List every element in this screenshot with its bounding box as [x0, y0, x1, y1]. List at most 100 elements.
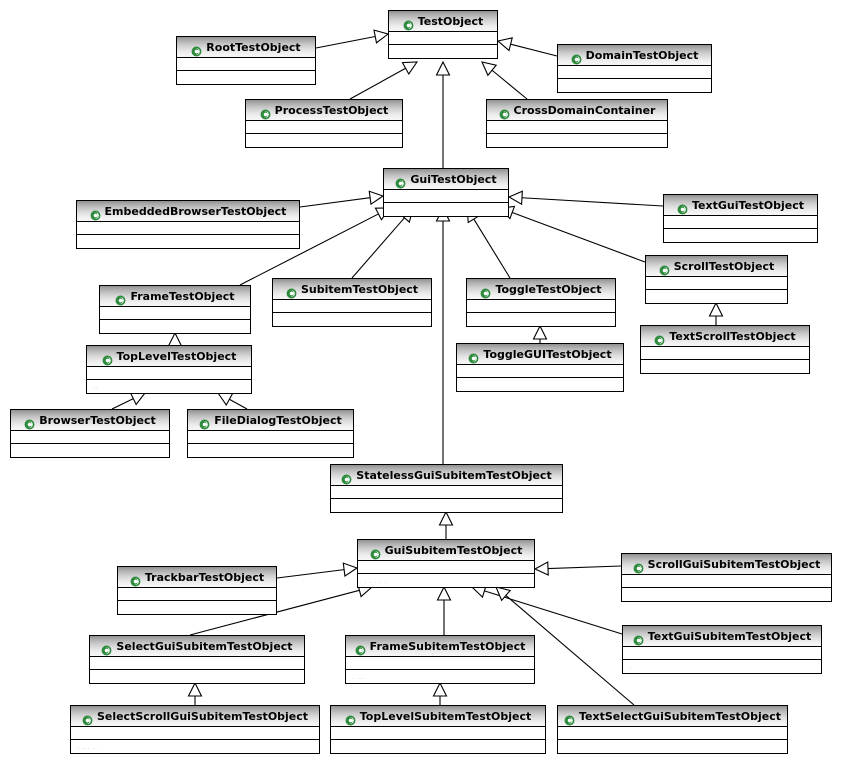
uml-class-TopLevelTestObject[interactable]: TopLevelTestObject..: [86, 345, 252, 394]
class-icon: [633, 559, 644, 573]
generalization-ScrollGuiSubitemTestObject-to-GuiSubitemTestObject: [533, 561, 622, 576]
class-name-label: BrowserTestObject: [39, 413, 156, 427]
uml-class-TopLevelSubitemTestObject[interactable]: TopLevelSubitemTestObject: [330, 705, 546, 754]
class-icon: [395, 174, 406, 188]
uml-class-CrossDomainContainer[interactable]: CrossDomainContainer: [486, 99, 668, 148]
uml-class-ScrollGuiSubitemTestObject[interactable]: ScrollGuiSubitemTestObject: [621, 553, 832, 602]
uml-class-GuiSubitemTestObject[interactable]: GuiSubitemTestObject. . . . .: [357, 539, 535, 588]
class-icon: [101, 641, 112, 655]
operations-compartment-TextSelectGuiSubitemTestObject: [558, 740, 787, 753]
operations-compartment-FileDialogTestObject: [188, 444, 353, 457]
uml-class-TestObject[interactable]: TestObject: [388, 10, 498, 59]
uml-class-SubitemTestObject[interactable]: SubitemTestObject: [272, 278, 432, 327]
class-name-label: ScrollTestObject: [673, 259, 775, 273]
attributes-compartment-FrameSubitemTestObject: [346, 657, 534, 670]
class-icon: [499, 105, 510, 119]
attributes-compartment-TestObject: [389, 32, 497, 45]
class-name-label: ScrollGuiSubitemTestObject: [647, 557, 821, 571]
attributes-compartment-TextSelectGuiSubitemTestObject: [558, 727, 787, 740]
generalization-DomainTestObject-to-TestObject: [496, 37, 558, 57]
class-name-label: DomainTestObject: [585, 48, 699, 62]
class-header-TopLevelTestObject: TopLevelTestObject: [87, 346, 251, 367]
operations-compartment-GuiTestObject: [384, 203, 508, 216]
attributes-compartment-TextScrollTestObject: [641, 347, 809, 360]
operations-compartment-EmbeddedBrowserTestObject: [77, 235, 299, 248]
attributes-compartment-EmbeddedBrowserTestObject: [77, 222, 299, 235]
class-header-GuiSubitemTestObject: GuiSubitemTestObject: [358, 540, 534, 561]
generalization-ProcessTestObject-to-TestObject: [349, 61, 419, 100]
attributes-compartment-CrossDomainContainer: [487, 121, 667, 134]
uml-class-EmbeddedBrowserTestObject[interactable]: EmbeddedBrowserTestObject: [76, 200, 300, 249]
uml-class-BrowserTestObject[interactable]: BrowserTestObject: [10, 409, 170, 458]
operations-compartment-TrackbarTestObject: [118, 601, 276, 614]
compartment-faint-text: . ...: [352, 672, 365, 681]
operations-compartment-ToggleGUITestObject: [457, 378, 623, 391]
uml-class-TextGuiSubitemTestObject[interactable]: TextGuiSubitemTestObject.: [622, 625, 822, 674]
class-header-ToggleTestObject: ToggleTestObject: [467, 279, 615, 300]
operations-compartment-ScrollTestObject: [646, 290, 787, 303]
class-header-TextScrollTestObject: TextScrollTestObject: [641, 326, 809, 347]
attributes-compartment-RootTestObject: [177, 58, 315, 71]
uml-class-SelectGuiSubitemTestObject[interactable]: SelectGuiSubitemTestObject: [89, 635, 305, 684]
attributes-compartment-ToggleGUITestObject: [457, 365, 623, 378]
operations-compartment-ToggleTestObject: [467, 313, 615, 326]
class-icon: [403, 16, 414, 30]
class-header-SelectGuiSubitemTestObject: SelectGuiSubitemTestObject: [90, 636, 304, 657]
uml-class-ProcessTestObject[interactable]: ProcessTestObject: [245, 99, 403, 148]
generalization-ToggleTestObject-to-GuiTestObject: [466, 206, 511, 279]
class-header-TopLevelSubitemTestObject: TopLevelSubitemTestObject: [331, 706, 545, 727]
uml-class-ScrollTestObject[interactable]: ScrollTestObject: [645, 255, 788, 304]
class-header-BrowserTestObject: BrowserTestObject: [11, 410, 169, 431]
class-icon: [659, 261, 670, 275]
class-header-DomainTestObject: DomainTestObject: [558, 45, 711, 66]
class-name-label: ProcessTestObject: [274, 103, 389, 117]
operations-compartment-CrossDomainContainer: [487, 134, 667, 147]
generalization-TextScrollTestObject-to-ScrollTestObject: [708, 301, 724, 325]
class-header-CrossDomainContainer: CrossDomainContainer: [487, 100, 667, 121]
class-header-GuiTestObject: GuiTestObject: [384, 169, 508, 190]
class-name-label: ToggleTestObject: [495, 282, 602, 296]
generalization-TextGuiSubitemTestObject-to-GuiSubitemTestObject: [470, 583, 623, 635]
uml-class-SelectScrollGuiSubitemTestObject[interactable]: SelectScrollGuiSubitemTestObject. ... ..: [70, 705, 320, 754]
uml-class-DomainTestObject[interactable]: DomainTestObject: [557, 44, 712, 93]
generalization-ToggleGUITestObject-to-ToggleTestObject: [532, 324, 548, 343]
generalization-RootTestObject-to-TestObject: [315, 29, 390, 49]
class-header-RootTestObject: RootTestObject: [177, 37, 315, 58]
class-name-label: TestObject: [417, 14, 484, 28]
class-name-label: TrackbarTestObject: [144, 570, 265, 584]
attributes-compartment-SelectScrollGuiSubitemTestObject: [71, 727, 319, 740]
uml-class-ToggleGUITestObject[interactable]: ToggleGUITestObject: [456, 343, 624, 392]
class-name-label: StatelessGuiSubitemTestObject: [356, 468, 552, 482]
class-header-EmbeddedBrowserTestObject: EmbeddedBrowserTestObject: [77, 201, 299, 222]
uml-class-FileDialogTestObject[interactable]: FileDialogTestObject: [187, 409, 354, 458]
class-name-label: TextSelectGuiSubitemTestObject: [578, 709, 781, 723]
attributes-compartment-DomainTestObject: [558, 66, 711, 79]
generalization-StatelessGuiSubitemTestObject-to-GuiTestObject: [435, 206, 451, 464]
class-name-label: TextGuiTestObject: [691, 198, 805, 212]
uml-class-RootTestObject[interactable]: RootTestObject: [176, 36, 316, 85]
uml-class-TrackbarTestObject[interactable]: TrackbarTestObject: [117, 566, 277, 615]
class-header-TestObject: TestObject: [389, 11, 497, 32]
uml-class-FrameTestObject[interactable]: FrameTestObject: [99, 285, 251, 334]
class-name-label: TextGuiSubitemTestObject: [647, 629, 812, 643]
uml-class-FrameSubitemTestObject[interactable]: FrameSubitemTestObject. ...: [345, 635, 535, 684]
class-name-label: CrossDomainContainer: [513, 103, 656, 117]
operations-compartment-TestObject: [389, 45, 497, 58]
uml-class-StatelessGuiSubitemTestObject[interactable]: StatelessGuiSubitemTestObject: [330, 464, 563, 513]
operations-compartment-BrowserTestObject: [11, 444, 169, 457]
uml-class-ToggleTestObject[interactable]: ToggleTestObject: [466, 278, 616, 327]
uml-class-GuiTestObject[interactable]: GuiTestObject: [383, 168, 509, 217]
class-name-label: ToggleGUITestObject: [483, 347, 612, 361]
class-name-label: SubitemTestObject: [300, 282, 419, 296]
class-name-label: GuiTestObject: [410, 172, 497, 186]
class-header-ToggleGUITestObject: ToggleGUITestObject: [457, 344, 623, 365]
uml-class-TextScrollTestObject[interactable]: TextScrollTestObject: [640, 325, 810, 374]
operations-compartment-TextGuiTestObject: [664, 229, 817, 242]
class-name-label: SelectScrollGuiSubitemTestObject: [96, 709, 309, 723]
generalization-FileDialogTestObject-to-TopLevelTestObject: [216, 392, 248, 410]
uml-class-TextGuiTestObject[interactable]: TextGuiTestObject: [663, 194, 818, 243]
uml-class-TextSelectGuiSubitemTestObject[interactable]: TextSelectGuiSubitemTestObject: [557, 705, 788, 754]
class-name-label: TopLevelSubitemTestObject: [359, 709, 532, 723]
attributes-compartment-TextGuiSubitemTestObject: [623, 647, 821, 660]
